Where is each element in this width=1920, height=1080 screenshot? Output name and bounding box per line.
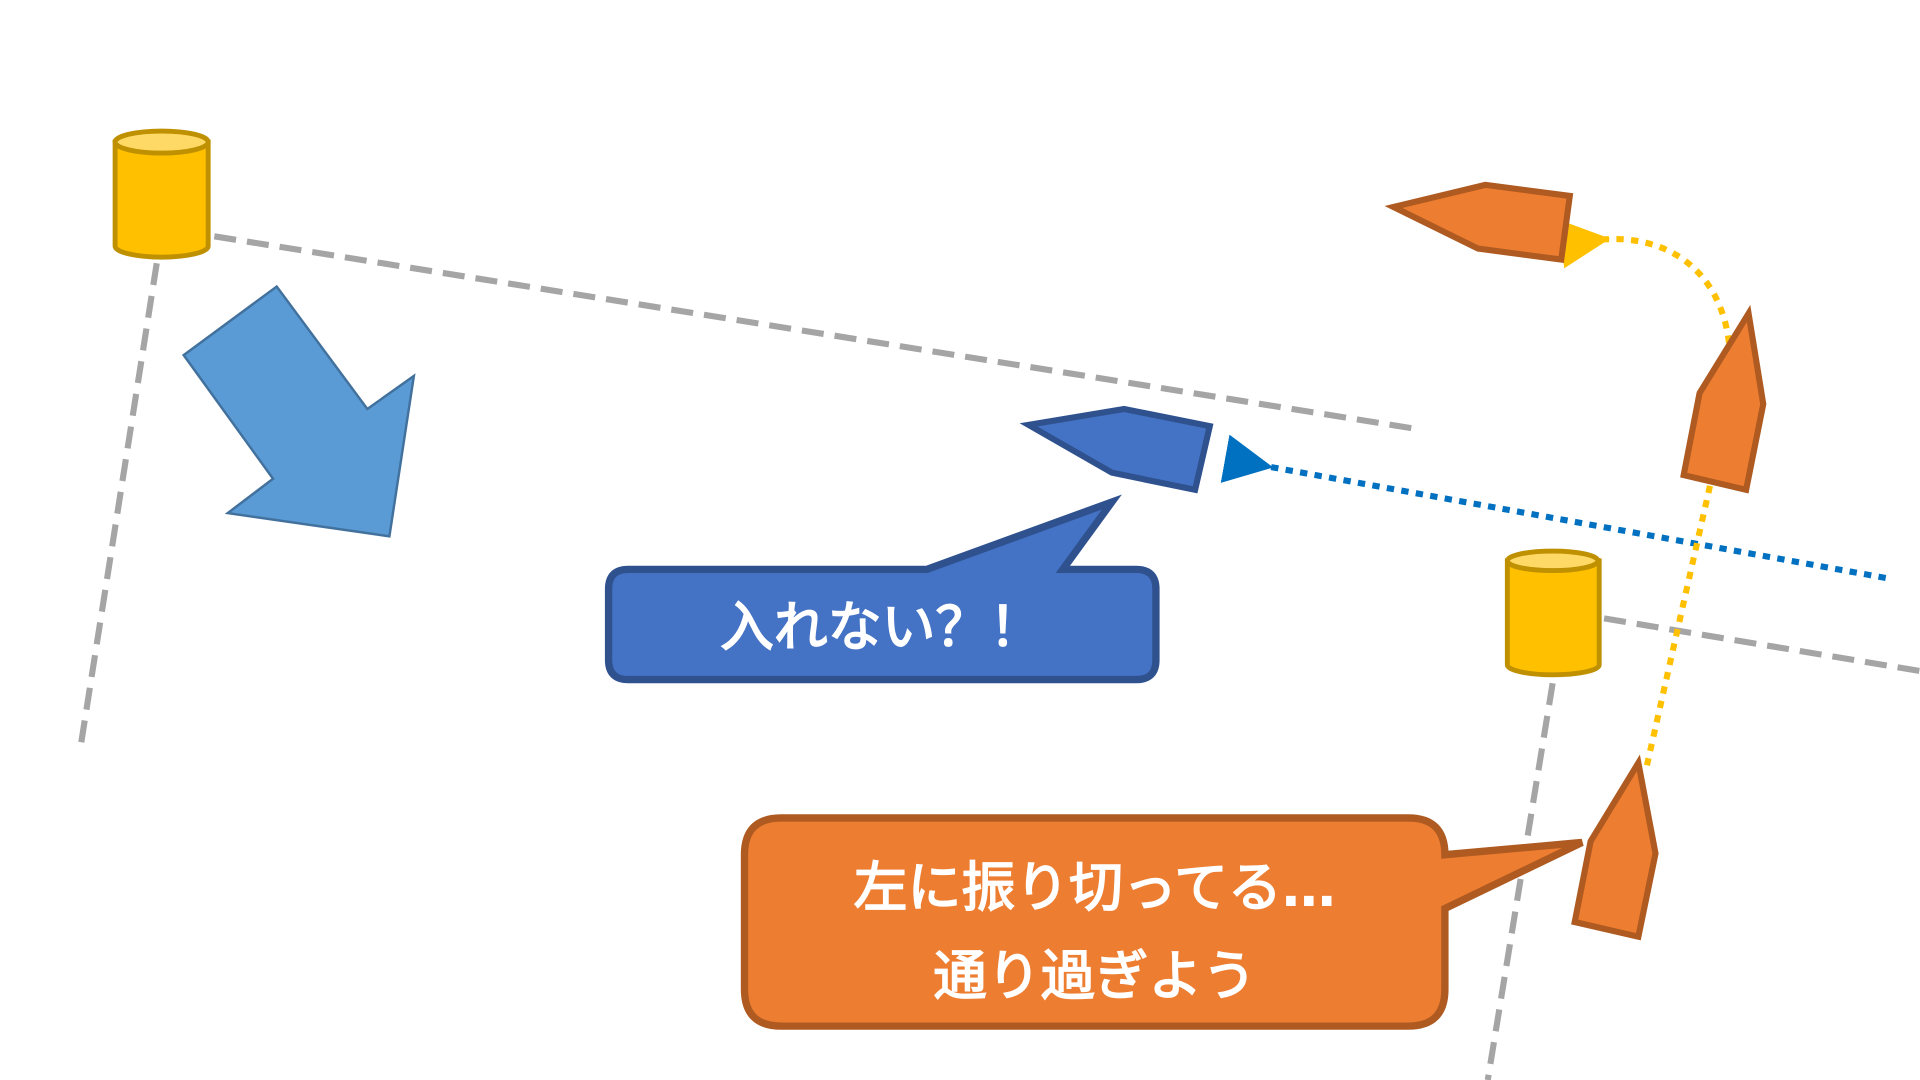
orange-callout-line1: 左に振り切ってる… xyxy=(854,856,1336,919)
blue-boat-path xyxy=(1220,434,1887,581)
dashed-line-bottom xyxy=(1484,682,1556,1080)
orange-boat-middle xyxy=(1680,304,1767,494)
orange-boat-bottom xyxy=(1571,754,1659,941)
course-lines xyxy=(76,233,1920,1080)
buoy-top-left xyxy=(112,128,211,260)
dashed-line-top xyxy=(213,233,1415,432)
buoy-right xyxy=(1504,548,1602,678)
blue-boat xyxy=(1019,405,1214,494)
orange-callout: 左に振り切ってる… 通り過ぎよう xyxy=(740,814,1584,1030)
orange-callout-line2: 通り過ぎよう xyxy=(933,944,1256,1007)
blue-callout: 入れない？！ xyxy=(604,494,1160,684)
orange-boat-path xyxy=(1598,239,1733,766)
dashed-line-left xyxy=(76,262,160,754)
blue-callout-text: 入れない？！ xyxy=(720,595,1043,658)
orange-boat-top xyxy=(1384,181,1574,264)
direction-arrow xyxy=(181,284,416,538)
dashed-line-right xyxy=(1603,615,1920,675)
orange-boats xyxy=(1384,181,1767,941)
